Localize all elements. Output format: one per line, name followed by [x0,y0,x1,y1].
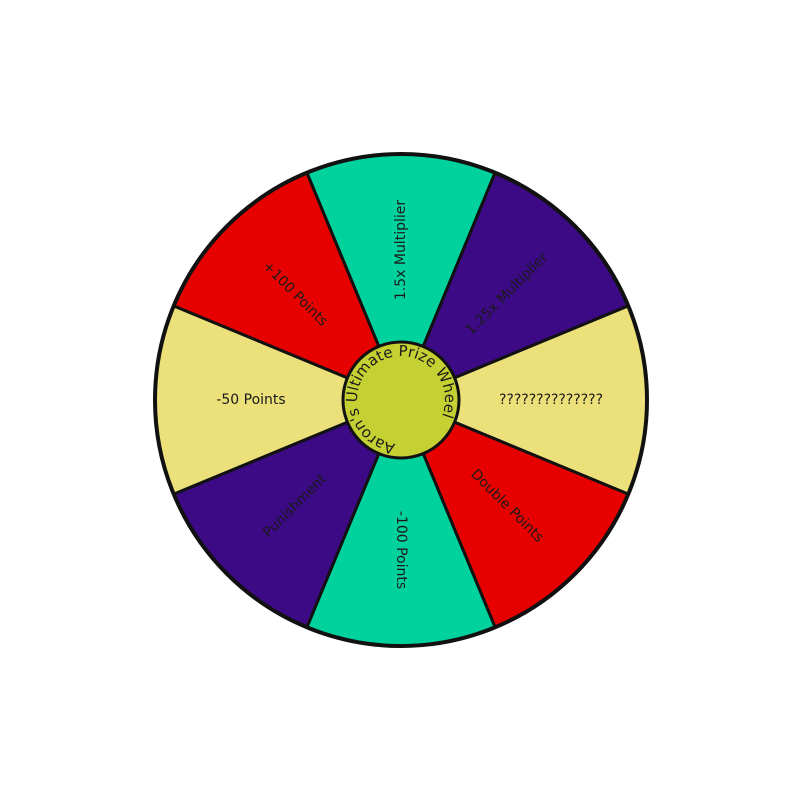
wheel-hub[interactable] [341,340,461,460]
wheel-segment-label: -50 Points [216,392,285,408]
wheel-segment-label: -100 Points [393,511,409,589]
wheel-segments [153,152,649,648]
wheel-outer-rim [153,152,649,648]
wheel-segment-label: 1.5x Multiplier [393,200,409,301]
wheel-segment-label: ?????????????? [499,392,603,408]
